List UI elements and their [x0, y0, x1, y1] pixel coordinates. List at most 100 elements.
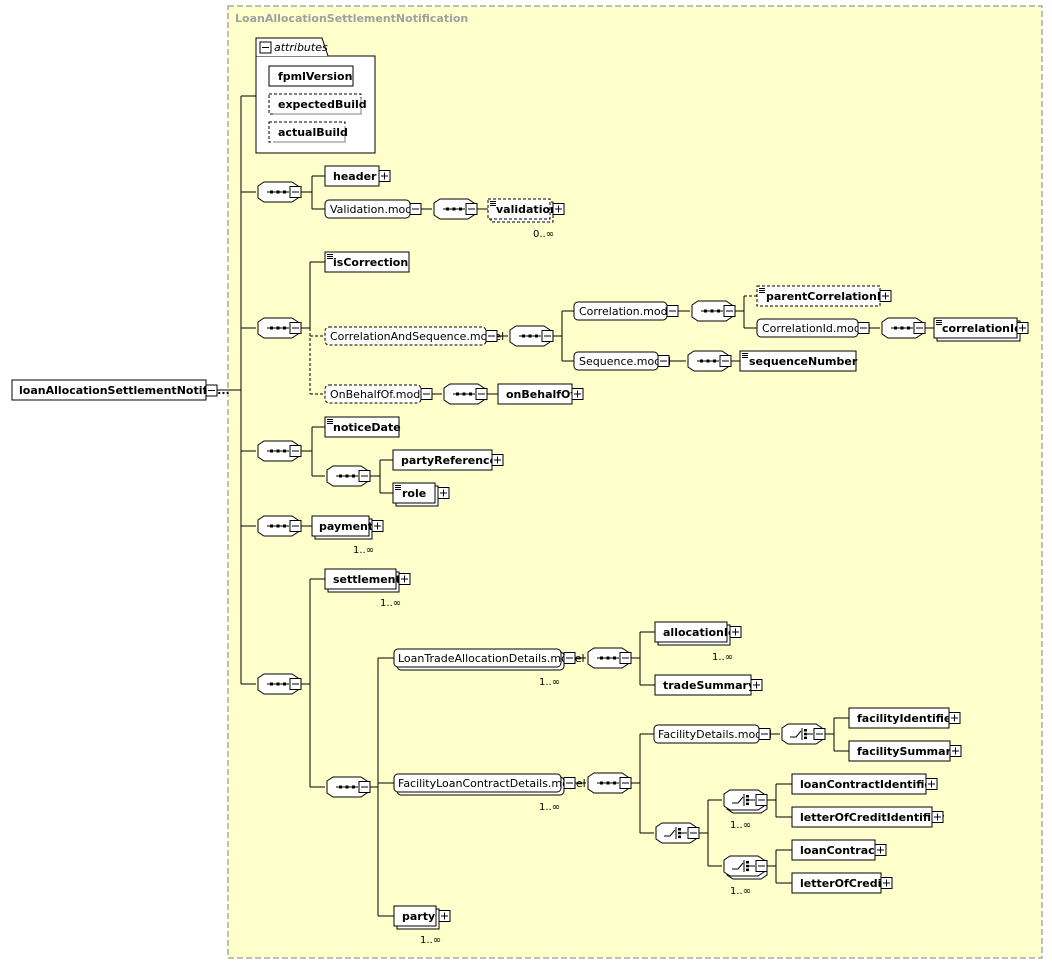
element-iscorrection[interactable]: isCorrection: [324, 251, 410, 273]
svg-text:loanContractIdentifier: loanContractIdentifier: [800, 778, 938, 791]
collapse-icon[interactable]: [289, 678, 302, 690]
svg-text:Correlation.model: Correlation.model: [579, 305, 677, 318]
attribute-actualbuild[interactable]: actualBuild: [268, 121, 348, 143]
collapse-icon[interactable]: [409, 203, 422, 215]
text-content-icon: [327, 254, 333, 259]
attribute-fpmlversion[interactable]: fpmlVersion: [268, 65, 354, 87]
loan-trade-allocation-details-model[interactable]: LoanTradeAllocationDetails.model 1..∞: [393, 648, 585, 688]
element-correlationid[interactable]: correlationId: [933, 317, 1029, 342]
expand-icon[interactable]: [949, 745, 962, 757]
expand-icon[interactable]: [437, 487, 450, 499]
element-parentcorrelationid[interactable]: parentCorrelationId: [756, 285, 892, 307]
root-element[interactable]: loanAllocationSettlementNotific...: [11, 379, 230, 401]
expand-icon[interactable]: [750, 679, 763, 691]
svg-text:letterOfCreditIdentifier: letterOfCreditIdentifier: [800, 811, 945, 824]
element-payment[interactable]: payment 1..∞: [311, 515, 384, 556]
correlationid-model[interactable]: CorrelationId.model: [756, 318, 871, 338]
element-facilitysummary[interactable]: facilitySummary: [848, 740, 962, 762]
collapse-icon[interactable]: [723, 305, 736, 317]
expand-icon[interactable]: [874, 844, 887, 856]
collapse-icon[interactable]: [205, 384, 218, 397]
element-loancontract[interactable]: loanContract: [791, 839, 887, 861]
svg-text:0..∞: 0..∞: [533, 229, 554, 240]
collapse-icon[interactable]: [259, 41, 272, 54]
correlation-model[interactable]: Correlation.model: [573, 301, 679, 321]
onbehalfof-model[interactable]: OnBehalfOf.model: [324, 384, 433, 404]
element-header[interactable]: header: [324, 165, 391, 187]
svg-text:header: header: [333, 170, 377, 183]
collapse-icon[interactable]: [358, 470, 371, 482]
expand-icon[interactable]: [729, 626, 742, 638]
collapse-icon[interactable]: [687, 827, 700, 839]
element-allocationid[interactable]: allocationId 1..∞: [654, 621, 742, 663]
expand-icon[interactable]: [371, 520, 384, 532]
collapse-icon[interactable]: [857, 322, 870, 334]
text-content-icon: [327, 419, 333, 424]
expand-icon[interactable]: [1016, 322, 1029, 334]
collapse-icon[interactable]: [358, 781, 371, 793]
collapse-icon[interactable]: [813, 728, 826, 740]
collapse-icon[interactable]: [465, 203, 478, 215]
element-noticedate[interactable]: noticeDate: [324, 416, 401, 438]
element-onbehalfof[interactable]: onBehalfOf: [497, 383, 584, 405]
collapse-icon[interactable]: [289, 445, 302, 457]
collapse-icon[interactable]: [913, 322, 926, 334]
expand-icon[interactable]: [880, 877, 893, 889]
svg-text:Sequence.model: Sequence.model: [579, 355, 671, 368]
expand-icon[interactable]: [879, 290, 892, 302]
expand-icon[interactable]: [931, 811, 944, 823]
expand-icon[interactable]: [552, 203, 565, 215]
svg-text:letterOfCredit: letterOfCredit: [800, 877, 887, 890]
collapse-icon[interactable]: [758, 728, 771, 740]
collapse-icon[interactable]: [755, 794, 768, 806]
expand-icon[interactable]: [398, 573, 411, 585]
validation-model[interactable]: Validation.model: [324, 199, 422, 219]
element-partyreference[interactable]: partyReference: [392, 449, 504, 471]
element-tradesummary[interactable]: tradeSummary: [654, 674, 763, 696]
collapse-icon[interactable]: [541, 330, 554, 342]
attribute-expectedbuild[interactable]: expectedBuild: [268, 93, 367, 115]
collapse-icon[interactable]: [666, 305, 679, 317]
element-facilityidentifier[interactable]: facilityIdentifier: [848, 707, 961, 729]
element-settlement[interactable]: settlement 1..∞: [324, 568, 411, 609]
collapse-icon[interactable]: [755, 860, 768, 872]
expand-icon[interactable]: [438, 910, 451, 922]
element-letterofcreditidentifier[interactable]: letterOfCreditIdentifier: [791, 806, 945, 828]
element-loancontractidentifier[interactable]: loanContractIdentifier: [791, 773, 938, 795]
collapse-icon[interactable]: [420, 388, 433, 400]
collapse-icon[interactable]: [289, 186, 302, 198]
text-content-icon: [742, 353, 748, 358]
expand-icon[interactable]: [378, 170, 391, 182]
element-party[interactable]: party 1..∞: [393, 905, 451, 946]
expand-icon[interactable]: [925, 778, 938, 790]
collapse-icon[interactable]: [657, 355, 670, 367]
collapse-icon[interactable]: [619, 777, 632, 789]
expand-icon[interactable]: [571, 388, 584, 400]
sequence-model[interactable]: Sequence.model: [573, 351, 671, 371]
facility-details-model[interactable]: FacilityDetails.model: [653, 724, 772, 744]
collapse-icon[interactable]: [719, 355, 732, 367]
expand-icon[interactable]: [948, 712, 961, 724]
correlation-and-sequence-model[interactable]: CorrelationAndSequence.model: [324, 326, 504, 346]
element-validation[interactable]: validation 0..∞: [487, 198, 565, 240]
collapse-icon[interactable]: [289, 322, 302, 334]
element-role[interactable]: role: [392, 482, 450, 507]
collapse-icon[interactable]: [563, 652, 576, 664]
svg-text:CorrelationId.model: CorrelationId.model: [762, 322, 871, 335]
element-sequencenumber[interactable]: sequenceNumber: [739, 350, 858, 372]
svg-text:1..∞: 1..∞: [539, 802, 560, 813]
collapse-icon[interactable]: [619, 652, 632, 664]
element-letterofcredit[interactable]: letterOfCredit: [791, 872, 893, 894]
facility-loan-contract-details-model[interactable]: FacilityLoanContractDetails.model 1..∞: [393, 773, 586, 813]
model-groups: Validation.model CorrelationAndSequence.…: [324, 199, 871, 813]
expand-icon[interactable]: [491, 454, 504, 466]
text-content-icon: [936, 320, 942, 325]
svg-text:partyReference: partyReference: [401, 454, 497, 467]
collapse-icon[interactable]: [485, 330, 498, 342]
collapse-icon[interactable]: [289, 520, 302, 532]
svg-text:FacilityDetails.model: FacilityDetails.model: [658, 728, 772, 741]
collapse-icon[interactable]: [475, 388, 488, 400]
svg-text:1..∞: 1..∞: [539, 677, 560, 688]
collapse-icon[interactable]: [563, 777, 576, 789]
